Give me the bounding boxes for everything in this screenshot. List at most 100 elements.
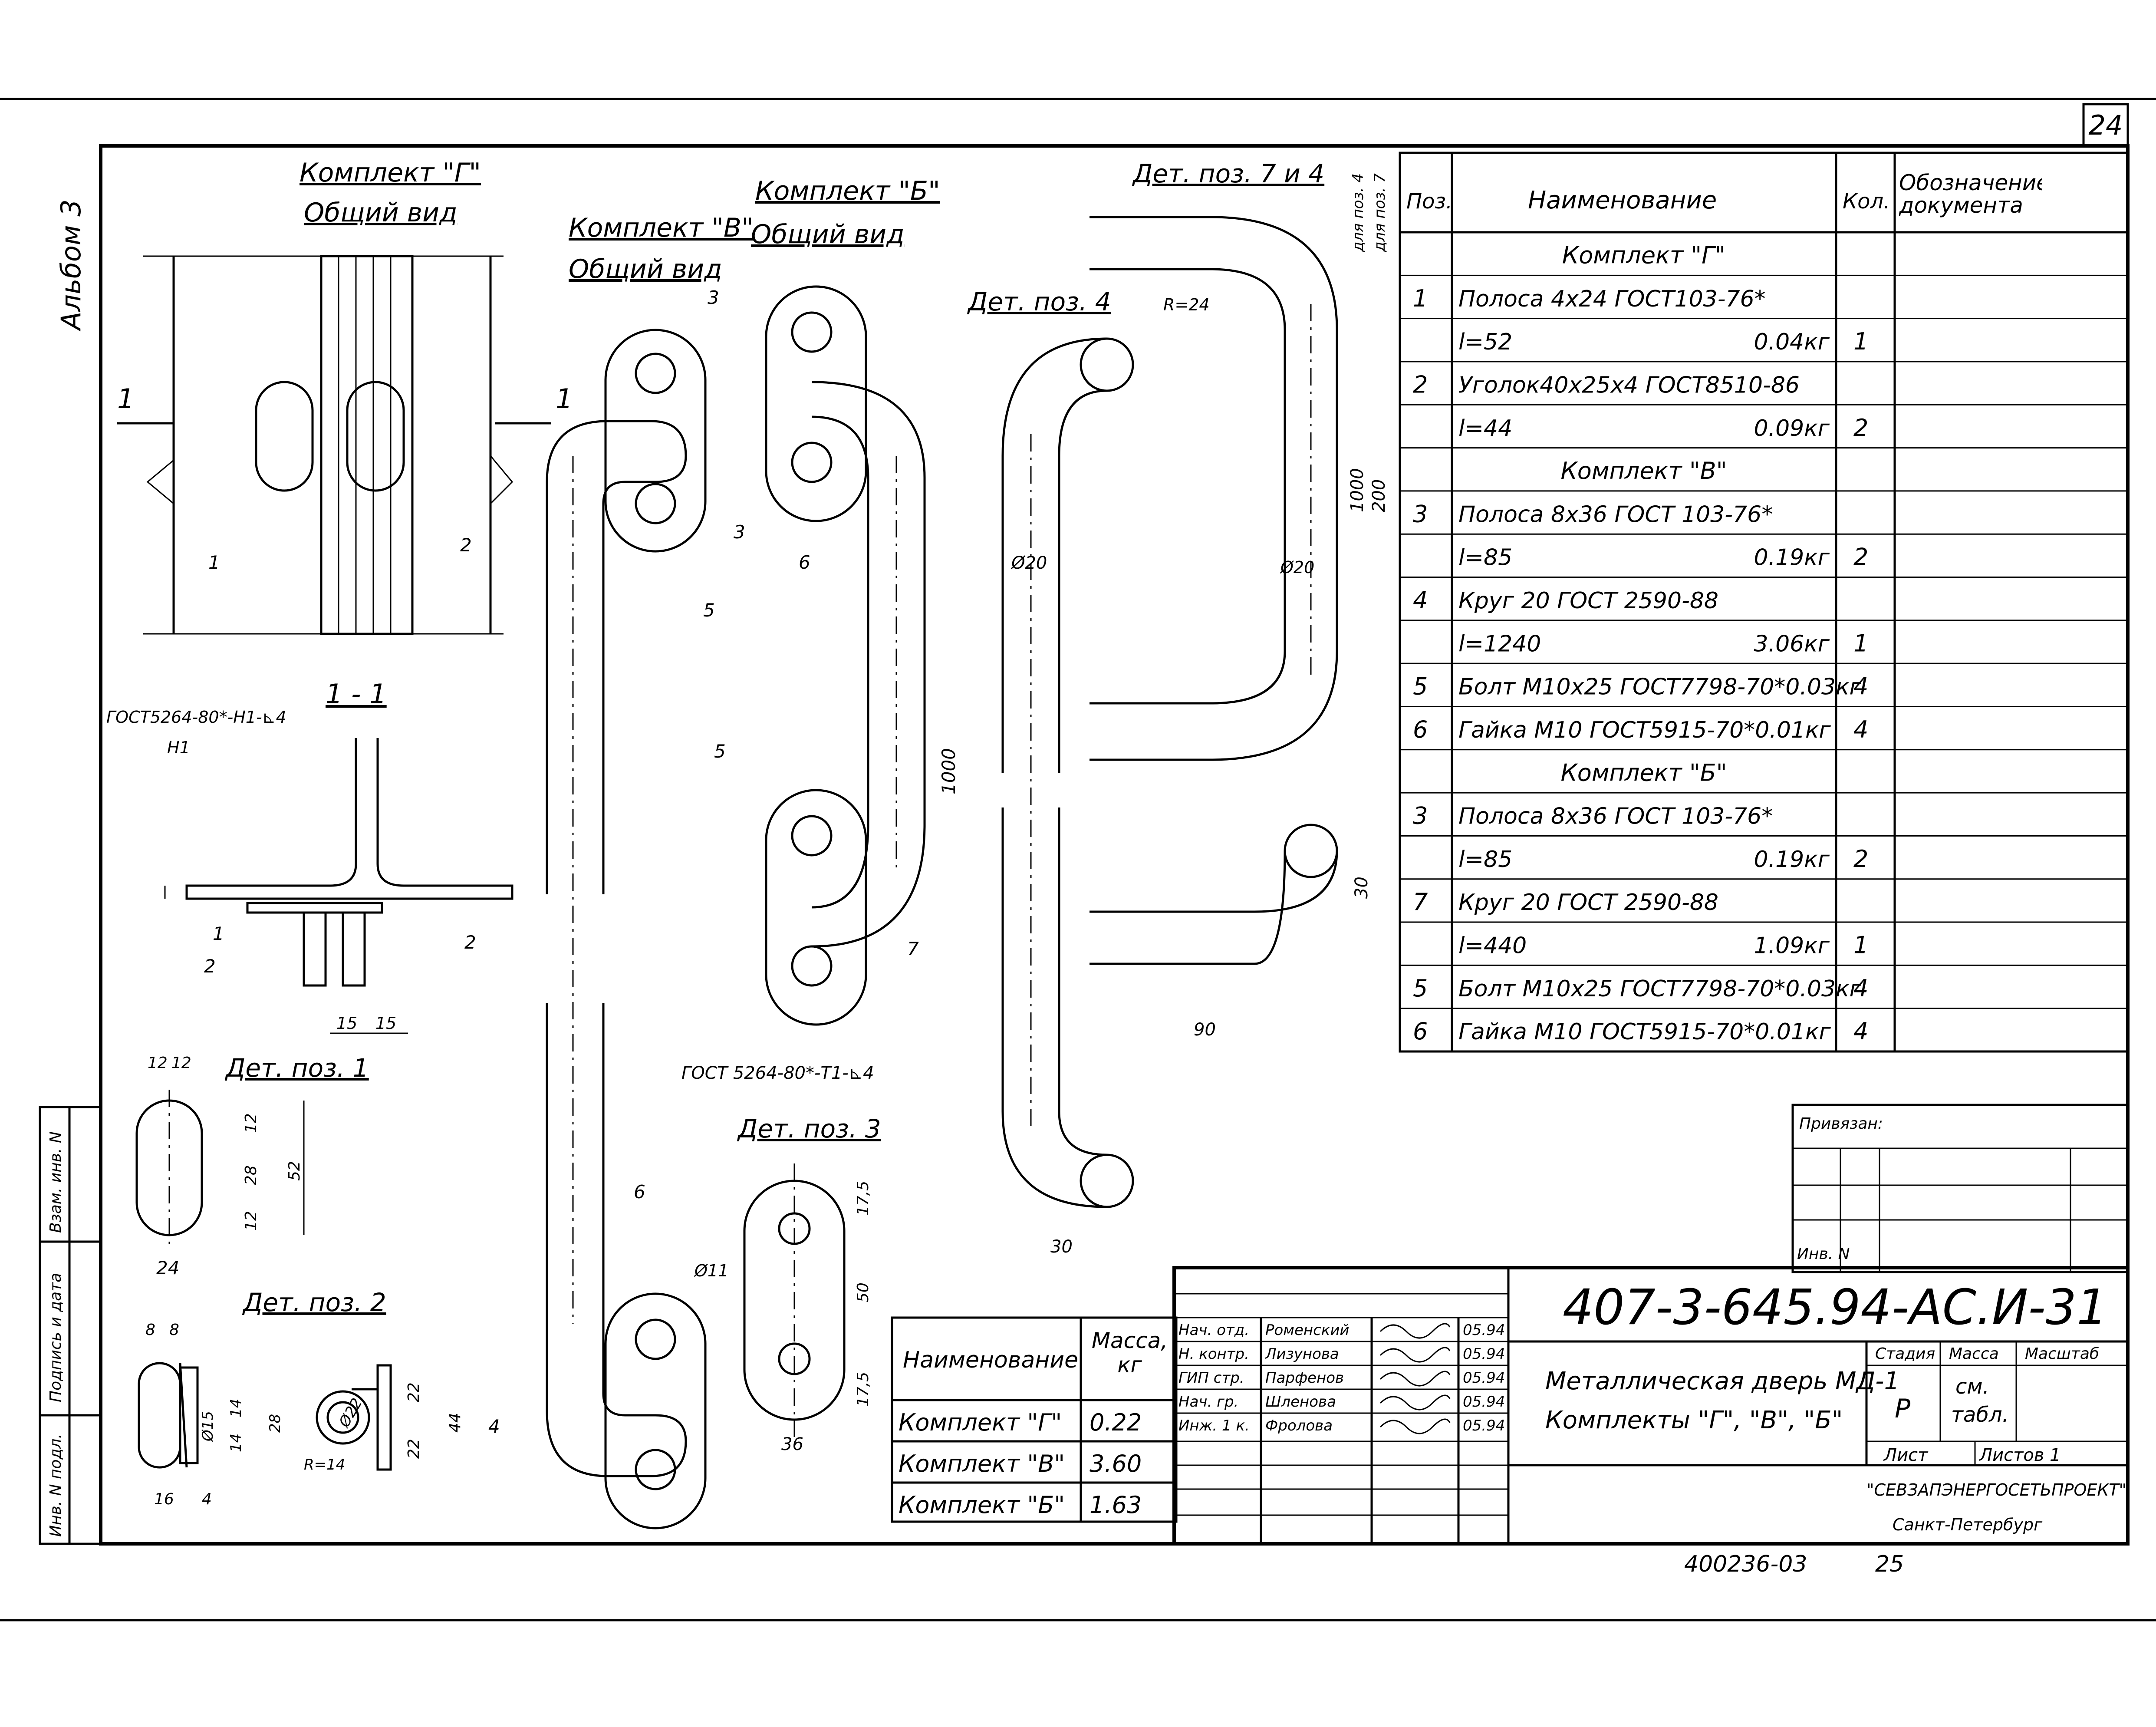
tb-mass-value-1: см. <box>1955 1374 1989 1399</box>
det-74-title: Дет. поз. 7 и 4 <box>1132 159 1324 188</box>
spec-row-name: Круг 20 ГОСТ 2590-88 <box>1458 588 1718 614</box>
det2-dim-4: 4 <box>202 1490 212 1508</box>
staff-name: Роменский <box>1265 1322 1350 1339</box>
spec-row-name: Полоса 8х36 ГОСТ 103-76* <box>1458 501 1773 527</box>
det2-r14: R=14 <box>304 1456 345 1473</box>
det74-r24: R=24 <box>1163 295 1210 314</box>
tb-city: Санкт-Петербург <box>1893 1515 2043 1534</box>
det3-dim-17b: 17,5 <box>854 1372 872 1407</box>
staff-name: Шленова <box>1265 1393 1336 1411</box>
staff-date: 05.94 <box>1463 1345 1505 1363</box>
staff-date: 05.94 <box>1463 1322 1505 1339</box>
spec-row-pos: 6 <box>1413 716 1428 743</box>
spec-row-pos: 7 <box>1413 888 1428 916</box>
tb-mass-value-2: табл. <box>1951 1403 2009 1427</box>
cut-mark-right: 1 <box>556 383 573 415</box>
det1-dim-24: 24 <box>156 1257 179 1279</box>
spec-row-qty: 4 <box>1853 673 1868 700</box>
tb-inv: Инв. N <box>1797 1245 1850 1263</box>
weld-g-sub: Н1 <box>167 738 190 757</box>
spec-row-name: Болт М10х25 ГОСТ7798-70*0.03кг <box>1458 976 1861 1002</box>
spec-header-qty: Кол. <box>1843 189 1890 214</box>
spec-row-pos: 5 <box>1413 673 1428 700</box>
mass-row-value: 3.60 <box>1090 1450 1142 1477</box>
spec-row-qty: 1 <box>1853 328 1868 355</box>
tb-org: "СЕВЗАПЭНЕРГОСЕТЬПРОЕКТ" <box>1866 1480 2126 1500</box>
spec-row-pos: 5 <box>1413 975 1428 1002</box>
detail-pos-4: Дет. поз. 4 Ø20 30 <box>967 287 1134 1257</box>
det1-dim-12d: 12 <box>242 1211 260 1231</box>
set-v-view: Комплект "В" Общий вид 3 5 6 4 1000 <box>488 213 959 1529</box>
set-g-view: Комплект "Г" Общий вид 1 1 1 2 ГОСТ5264-… <box>106 158 573 757</box>
set-v-title: Комплект "В" <box>569 213 754 243</box>
spec-row-name: l=44 <box>1458 415 1512 442</box>
v-dim-1000: 1000 <box>938 748 959 794</box>
detail-pos-2: Дет. поз. 2 8 8 Ø15 14 14 28 16 4 R=14 Ø… <box>138 1288 464 1508</box>
spec-row-name: Полоса 4х24 ГОСТ103-76* <box>1458 286 1766 312</box>
bottom-stamp-code: 400236-03 <box>1684 1551 1807 1577</box>
det3-dim-36: 36 <box>781 1434 803 1454</box>
det1-dim-12a: 12 <box>148 1054 168 1072</box>
v-leader-5: 5 <box>703 600 715 621</box>
set-g-subtitle: Общий вид <box>304 198 458 228</box>
det1-dim-12b: 12 <box>171 1054 191 1072</box>
section-1-1: 1 - 1 1 2 2 15 15 <box>164 678 513 1034</box>
det3-dim-50: 50 <box>854 1282 872 1302</box>
dim-15-a: 15 <box>336 1014 357 1033</box>
spec-row-qty: 1 <box>1853 629 1868 657</box>
det2-dim-8b: 8 <box>169 1321 179 1339</box>
staff-role: Нач. отд. <box>1178 1322 1249 1339</box>
det74-dia20: Ø20 <box>1280 558 1314 577</box>
detail-pos-7-4: Дет. поз. 7 и 4 R=24 Ø20 1000 200 для по… <box>1090 159 1389 1040</box>
spec-row-name: l=440 <box>1458 933 1527 959</box>
det2-dim-28: 28 <box>267 1414 284 1433</box>
tb-sheets-label: Листов 1 <box>1978 1445 2061 1465</box>
detail-pos-1: Дет. поз. 1 12 12 12 28 12 52 24 <box>135 1053 369 1279</box>
side-inv-orig: Инв. N подл. <box>47 1434 65 1537</box>
section-leader-1: 1 <box>213 923 224 944</box>
spec-row-pos: 3 <box>1413 500 1428 527</box>
b-leader-7: 7 <box>907 938 919 959</box>
spec-row-pos: 4 <box>1413 587 1428 614</box>
spec-header-name: Наименование <box>1528 186 1717 214</box>
tb-scale-label: Масштаб <box>2025 1345 2099 1363</box>
det2-dim-15: Ø15 <box>199 1411 217 1442</box>
staff-signature <box>1379 1394 1451 1411</box>
staff-role: ГИП стр. <box>1178 1369 1244 1387</box>
leader-1: 1 <box>208 552 220 573</box>
spec-row-group: Комплект "В" <box>1560 457 1727 484</box>
staff-role: Инж. 1 к. <box>1178 1417 1250 1434</box>
spec-row-qty: 2 <box>1853 845 1868 873</box>
mass-row-name: Комплект "Б" <box>899 1491 1065 1519</box>
det1-dim-28: 28 <box>242 1165 260 1185</box>
spec-table-grid <box>1399 152 2129 1053</box>
det1-dim-12c: 12 <box>242 1113 260 1133</box>
detail-pos-3: Дет. поз. 3 Ø11 17,5 50 17,5 36 <box>694 1114 881 1454</box>
staff-date: 05.94 <box>1463 1369 1505 1387</box>
spec-row-qty: 4 <box>1853 716 1868 743</box>
tb-stage-value: Р <box>1895 1394 1911 1424</box>
spec-row-weight: 3.06кг <box>1754 631 1830 657</box>
spec-header-doc: Обозначение документа <box>1899 171 2042 218</box>
staff-signature <box>1379 1418 1451 1434</box>
weld-b-label: ГОСТ 5264-80*-Т1-⊾4 <box>681 1063 874 1083</box>
section-leader-2a: 2 <box>204 956 216 977</box>
staff-date: 05.94 <box>1463 1393 1505 1411</box>
mass-header-name: Наименование <box>903 1347 1078 1373</box>
staff-name: Лизунова <box>1264 1345 1339 1363</box>
det2-dim-14b: 14 <box>227 1434 245 1452</box>
sheet-number-box <box>2082 103 2129 147</box>
spec-row-weight: 0.19кг <box>1754 545 1830 571</box>
mass-row-name: Комплект "В" <box>899 1450 1065 1477</box>
det4-dia20: Ø20 <box>1011 553 1047 573</box>
album-label: Альбом 3 <box>55 199 87 332</box>
spec-row-weight: 1.09кг <box>1754 933 1830 959</box>
set-b-view: Комплект "Б" Общий вид 3 6 5 7 ГОСТ 5264… <box>681 176 940 1083</box>
det-3-title: Дет. поз. 3 <box>737 1114 881 1144</box>
doc-code: 407-3-645.94-АС.И-31 <box>1563 1279 2107 1336</box>
det74-dim-200: 200 <box>1369 479 1389 512</box>
spec-header-pos: Поз. <box>1406 189 1452 214</box>
det2-dim-22b: 22 <box>405 1439 423 1459</box>
